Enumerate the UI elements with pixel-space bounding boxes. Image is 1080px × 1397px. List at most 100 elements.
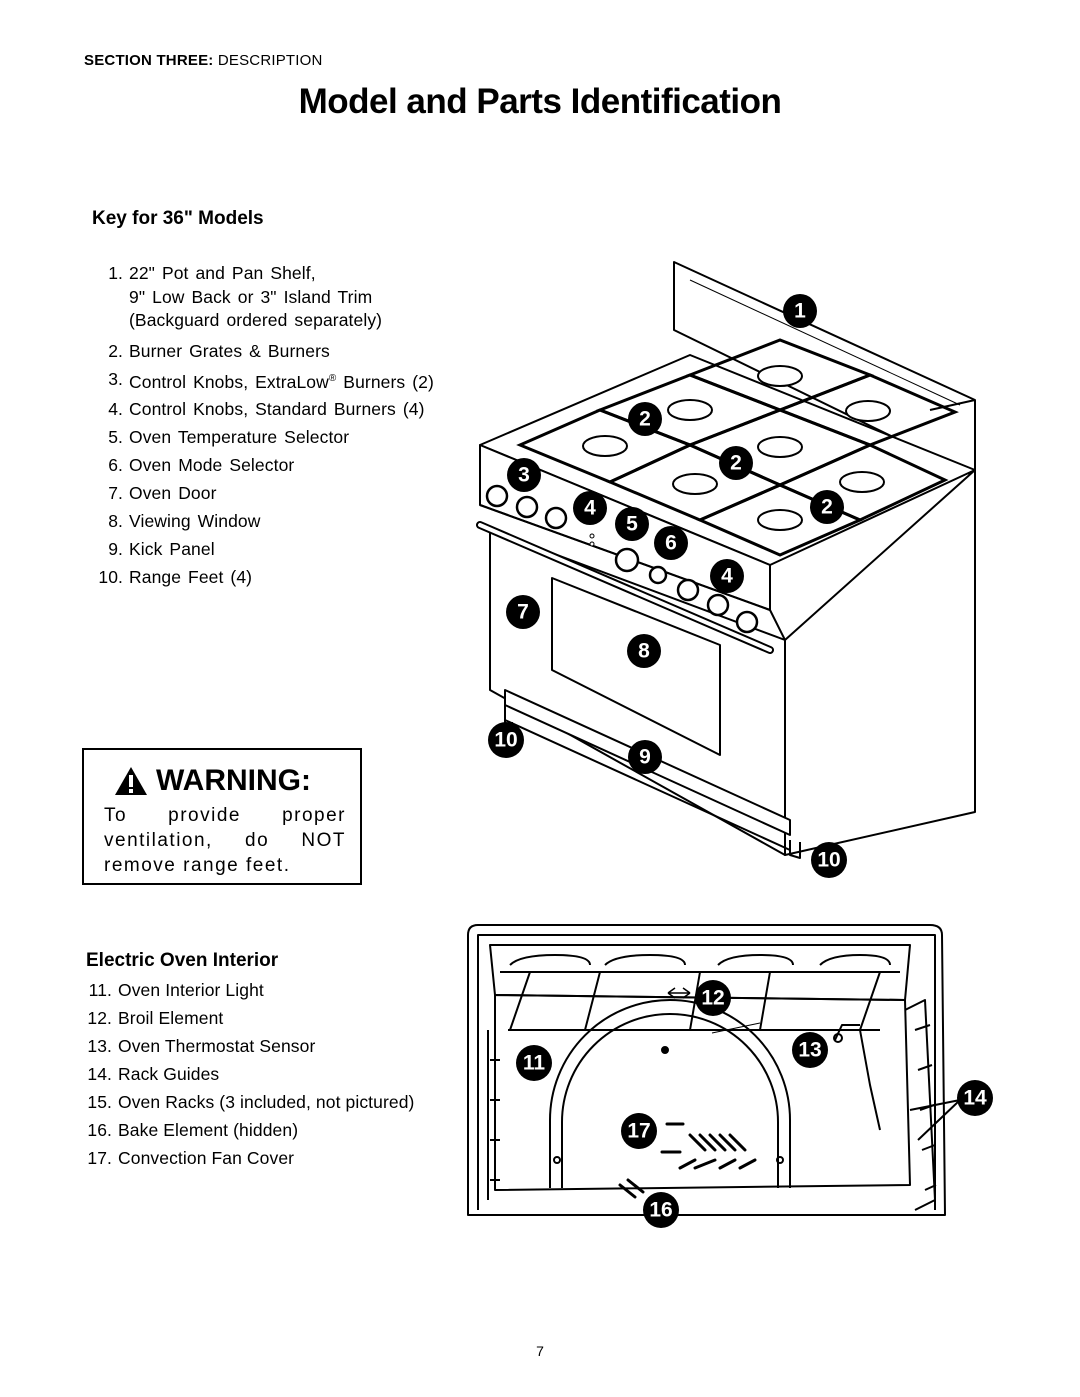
item-number: 3. <box>108 368 123 389</box>
warning-triangle-icon <box>115 767 147 795</box>
item-text: Oven Temperature Selector <box>129 427 350 448</box>
item-text: Control Knobs, Standard Burners (4) <box>129 399 425 420</box>
key-36-heading: Key for 36" Models <box>92 208 264 229</box>
item-number: 9. <box>108 539 123 560</box>
list-item: 16. Bake Element (hidden) <box>85 1116 414 1144</box>
callout-marker <box>615 507 649 541</box>
callout-marker <box>507 458 541 492</box>
item-number: 2. <box>108 340 123 361</box>
callout-marker <box>628 740 662 774</box>
list-item: 5. Oven Temperature Selector <box>96 423 434 451</box>
item-number: 14. <box>87 1064 112 1084</box>
callout-label: 6 <box>665 532 677 555</box>
item-text: Convection Fan Cover <box>118 1148 295 1168</box>
item-text-wrap: Control Knobs, ExtraLow® Burners (2) <box>129 365 434 396</box>
item-text: Range Feet (4) <box>129 567 253 588</box>
key-36-list: 1. 22" Pot and Pan Shelf, 9" Low Back or … <box>96 258 434 591</box>
callout-marker <box>516 1045 552 1081</box>
page-number: 7 <box>536 1343 544 1359</box>
callout-marker <box>695 980 731 1016</box>
item-text: Rack Guides <box>118 1064 220 1084</box>
section-header-rest: DESCRIPTION <box>213 52 323 69</box>
callout-marker <box>654 526 688 560</box>
item-number: 6. <box>108 455 123 476</box>
item-number: 1. <box>108 263 123 283</box>
oven-interior-heading: Electric Oven Interior <box>86 950 279 971</box>
callout-label: 17 <box>627 1120 650 1143</box>
list-item: 15.Oven Racks (3 included, not pictured) <box>85 1088 414 1116</box>
list-item: 7. Oven Door <box>96 479 434 507</box>
list-item: 8.Viewing Window <box>96 507 434 535</box>
list-item: 11. Oven Interior Light <box>85 976 414 1004</box>
callout-marker <box>957 1080 993 1116</box>
callout-marker <box>792 1032 828 1068</box>
callout-marker <box>710 559 744 593</box>
warning-box: WARNING: To provide proper ventilation, … <box>82 748 362 885</box>
callout-marker <box>488 722 524 758</box>
item-text: Oven Mode Selector <box>129 455 295 476</box>
callout-label: 16 <box>649 1199 672 1222</box>
callout-marker <box>810 490 844 524</box>
callout-marker <box>627 634 661 668</box>
callout-label: 10 <box>494 729 517 752</box>
item-text: Oven Racks (3 included, not pictured) <box>118 1092 415 1112</box>
list-item: 10. Range Feet (4) <box>96 563 434 591</box>
warning-title-row: WARNING: <box>114 764 311 798</box>
callout-marker <box>621 1113 657 1149</box>
list-item: 13. Oven Thermostat Sensor <box>85 1032 414 1060</box>
callout-label: 5 <box>626 513 638 536</box>
callout-marker <box>573 491 607 525</box>
item-number: 7. <box>108 483 123 504</box>
callout-label: 11 <box>523 1052 546 1075</box>
callout-label: 4 <box>584 497 596 520</box>
item-text: Oven Interior Light <box>118 980 264 1000</box>
callout-label: 13 <box>798 1039 821 1062</box>
list-item: 12. Broil Element <box>85 1004 414 1032</box>
list-item: 14. Rack Guides <box>85 1060 414 1088</box>
page-title: Model and Parts Identification <box>298 82 782 121</box>
callout-label: 9 <box>639 746 651 769</box>
item-number: 4. <box>108 399 123 420</box>
callout-label: 14 <box>963 1087 987 1110</box>
item-text: Kick Panel <box>129 539 215 560</box>
section-header-bold: SECTION THREE: <box>84 52 214 69</box>
item-text: Viewing Window <box>129 511 261 532</box>
item-number: 11. <box>88 980 112 1000</box>
list-item: 2. Burner Grates & Burners <box>96 337 434 365</box>
item-number: 16. <box>87 1120 112 1140</box>
list-item: 4. Control Knobs, Standard Burners (4) <box>96 395 434 423</box>
callout-label: 2 <box>821 496 833 519</box>
item-text-after: Burners (2) <box>336 371 434 392</box>
item-text: 22" Pot and Pan Shelf, 9" Low Back or 3"… <box>129 263 383 330</box>
callout-label: 2 <box>730 452 742 475</box>
item-text: Oven Door <box>129 483 217 504</box>
callout-marker <box>643 1192 679 1228</box>
callout-marker <box>719 446 753 480</box>
callout-label: 4 <box>721 565 733 588</box>
callout-label: 1 <box>794 300 806 323</box>
item-text: Burner Grates & Burners <box>129 340 330 361</box>
callout-label: 3 <box>518 464 530 487</box>
item-text: Control Knobs, ExtraLow <box>129 371 329 392</box>
item-number: 5. <box>108 427 123 448</box>
callout-marker <box>783 294 817 328</box>
item-text: Bake Element (hidden) <box>118 1120 299 1140</box>
list-item: 6. Oven Mode Selector <box>96 451 434 479</box>
callout-marker <box>506 595 540 629</box>
callout-label: 12 <box>701 987 724 1010</box>
registered-mark: ® <box>328 372 337 384</box>
item-number: 10. <box>98 567 123 588</box>
callout-label: 2 <box>639 408 651 431</box>
item-number: 17. <box>87 1148 112 1168</box>
callout-label: 10 <box>817 849 840 872</box>
oven-interior-list: 11.Oven Interior Light 12.Broil Element … <box>85 976 414 1172</box>
item-number: 13. <box>87 1036 112 1056</box>
callout-marker <box>628 402 662 436</box>
warning-text: To provide proper ventilation, do NOT re… <box>104 805 346 876</box>
item-text: Oven Thermostat Sensor <box>118 1036 316 1056</box>
item-number: 12. <box>87 1008 112 1028</box>
list-item: 9. Kick Panel <box>96 535 434 563</box>
item-text: Broil Element <box>118 1008 224 1028</box>
